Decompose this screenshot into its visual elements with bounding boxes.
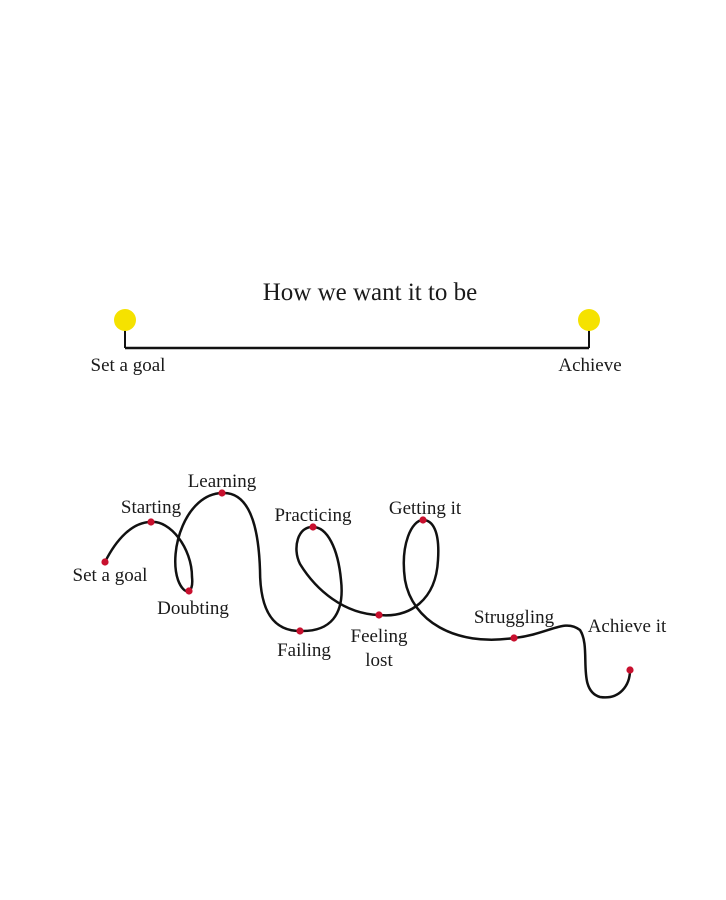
- point-set-a-goal: [101, 558, 109, 566]
- point-doubting: [185, 587, 193, 595]
- point-feeling-lost: [375, 611, 383, 619]
- ideal-title: How we want it to be: [263, 279, 478, 306]
- reality-path-group: Set a goal Starting Learning Doubting Pr…: [73, 471, 667, 699]
- point-struggling: [510, 634, 518, 642]
- point-starting: [147, 518, 155, 526]
- point-learning: [218, 489, 226, 497]
- label-getting-it: Getting it: [389, 498, 462, 519]
- label-set-a-goal: Set a goal: [73, 565, 148, 586]
- point-getting-it: [419, 516, 427, 524]
- ideal-start-label: Set a goal: [91, 355, 166, 376]
- label-starting: Starting: [121, 497, 182, 518]
- label-lost: lost: [365, 650, 393, 671]
- label-failing: Failing: [277, 640, 331, 661]
- label-feeling: Feeling: [351, 626, 408, 647]
- point-practicing: [309, 523, 317, 531]
- ideal-end-label: Achieve: [558, 355, 621, 376]
- label-learning: Learning: [188, 471, 257, 492]
- label-achieve-it: Achieve it: [588, 616, 667, 637]
- label-doubting: Doubting: [157, 598, 229, 619]
- ideal-end-marker: [578, 309, 600, 331]
- label-struggling: Struggling: [474, 607, 555, 628]
- point-achieve-it: [626, 666, 634, 674]
- ideal-start-marker: [114, 309, 136, 331]
- label-practicing: Practicing: [274, 505, 352, 526]
- point-failing: [296, 627, 304, 635]
- ideal-path-group: How we want it to be Set a goal Achieve: [91, 279, 622, 376]
